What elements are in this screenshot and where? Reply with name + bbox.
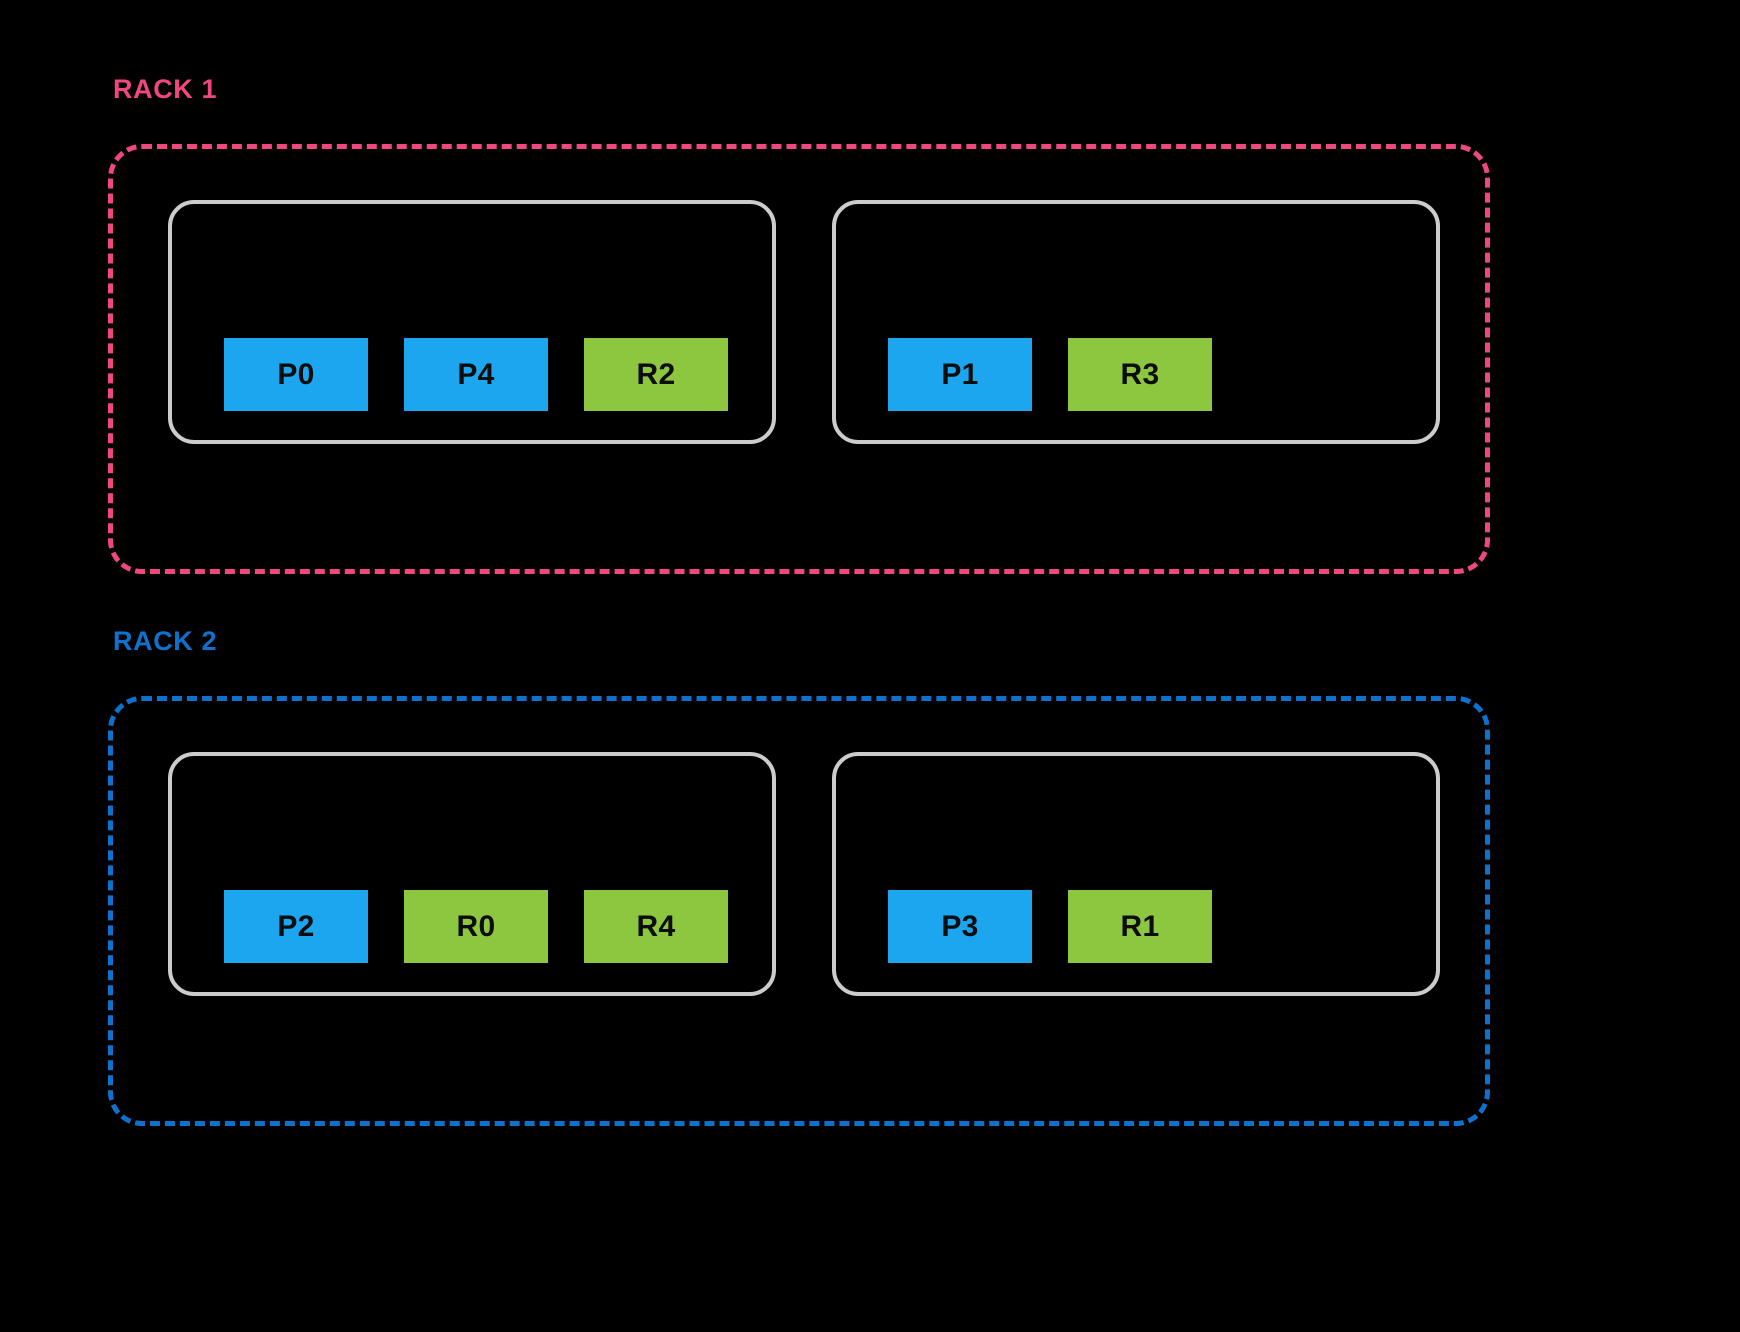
- slot-chip-p4[interactable]: P4: [404, 338, 548, 411]
- slot-label: R2: [636, 357, 676, 391]
- node-slot-row: P3 R1: [836, 890, 1436, 963]
- slot-chip-p1[interactable]: P1: [888, 338, 1032, 411]
- slot-label: R4: [636, 909, 676, 943]
- rack-1-label: RACK 1: [113, 74, 218, 104]
- slot-label: R1: [1120, 909, 1160, 943]
- node-box-rack1-node1[interactable]: P0 P4 R2: [168, 200, 776, 444]
- slot-label: P1: [941, 357, 979, 391]
- rack-group-1: RACK 1 P0 P4 R2 P1: [0, 0, 1740, 660]
- slot-label: R0: [456, 909, 496, 943]
- rack-group-2: RACK 2 P2 R0 R4 P3: [0, 552, 1740, 1232]
- slot-label: P2: [277, 909, 315, 943]
- slot-chip-r0[interactable]: R0: [404, 890, 548, 963]
- node-slot-row: P2 R0 R4: [172, 890, 772, 963]
- node-box-rack1-node2[interactable]: P1 R3: [832, 200, 1440, 444]
- slot-chip-p3[interactable]: P3: [888, 890, 1032, 963]
- slot-label: P4: [457, 357, 495, 391]
- rack-1-boundary: [108, 144, 1490, 574]
- slot-chip-p2[interactable]: P2: [224, 890, 368, 963]
- node-box-rack2-node2[interactable]: P3 R1: [832, 752, 1440, 996]
- slot-chip-r3[interactable]: R3: [1068, 338, 1212, 411]
- slot-label: P3: [941, 909, 979, 943]
- slot-label: R3: [1120, 357, 1160, 391]
- slot-chip-r4[interactable]: R4: [584, 890, 728, 963]
- slot-chip-p0[interactable]: P0: [224, 338, 368, 411]
- node-slot-row: P1 R3: [836, 338, 1436, 411]
- rack-2-label: RACK 2: [113, 626, 218, 656]
- node-slot-row: P0 P4 R2: [172, 338, 772, 411]
- slot-chip-r1[interactable]: R1: [1068, 890, 1212, 963]
- node-box-rack2-node1[interactable]: P2 R0 R4: [168, 752, 776, 996]
- slot-label: P0: [277, 357, 315, 391]
- slot-chip-r2[interactable]: R2: [584, 338, 728, 411]
- rack-2-boundary: [108, 696, 1490, 1126]
